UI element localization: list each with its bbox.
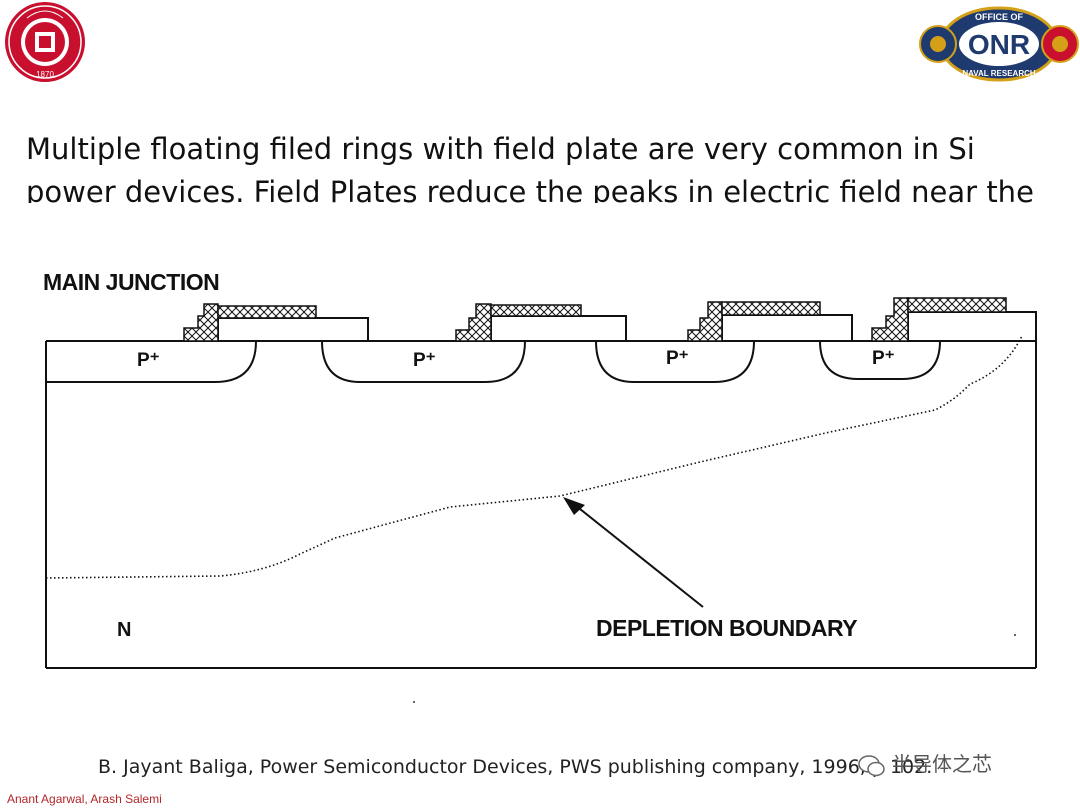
speck	[1014, 634, 1016, 636]
main-junction-label: MAIN JUNCTION	[43, 269, 220, 295]
p-plus-label-4: P⁺	[872, 348, 895, 369]
field-plate-4	[871, 297, 1037, 342]
field-plate-1	[183, 303, 369, 342]
field-plate-2	[455, 303, 627, 342]
osu-seal-year: 1870	[36, 70, 54, 79]
depletion-boundary-line	[45, 335, 1023, 579]
body-text: Multiple floating filed rings with field…	[26, 132, 1034, 203]
p-plus-label-3: P⁺	[666, 348, 689, 369]
depletion-boundary-label: DEPLETION BOUNDARY	[596, 615, 858, 641]
depletion-arrow	[563, 497, 704, 608]
watermark: 半导体之芯	[858, 748, 992, 777]
onr-center-text: ONR	[968, 29, 1030, 60]
wechat-icon	[858, 754, 885, 776]
speck	[413, 701, 415, 703]
ohio-state-seal-logo: 1870	[5, 2, 85, 82]
p-plus-label-1: P⁺	[137, 350, 160, 371]
substrate-outline	[45, 313, 1037, 669]
authors: Anant Agarwal, Arash Salemi	[7, 792, 162, 806]
citation: B. Jayant Baliga, Power Semiconductor De…	[98, 756, 933, 778]
onr-top-text: OFFICE OF	[975, 12, 1023, 22]
n-region-label: N	[117, 619, 132, 641]
p-plus-label-2: P⁺	[413, 350, 436, 371]
onr-logo: OFFICE OF ONR NAVAL RESEARCH	[919, 6, 1079, 82]
watermark-text: 半导体之芯	[892, 752, 992, 776]
field-plate-3	[687, 301, 853, 342]
onr-bottom-text: NAVAL RESEARCH	[962, 69, 1036, 78]
field-ring-diagram	[45, 297, 1037, 703]
